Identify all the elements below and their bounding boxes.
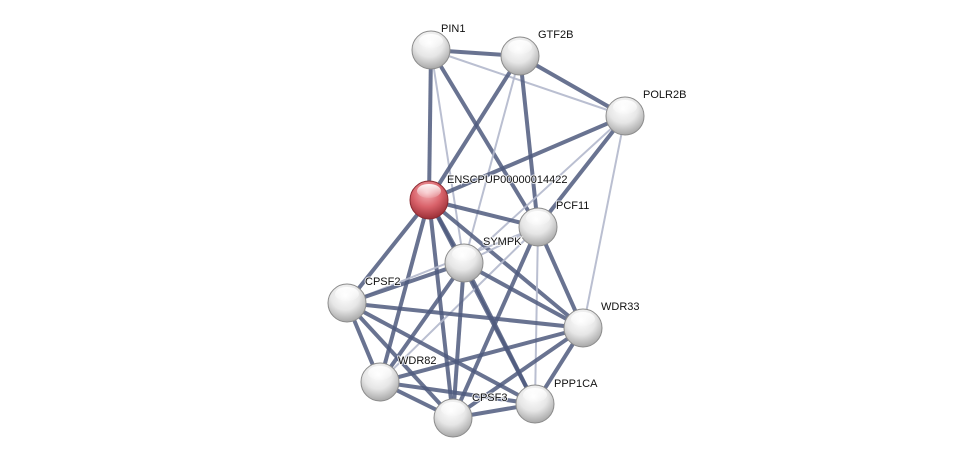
node-highlight — [613, 100, 637, 114]
node-label: WDR82 — [398, 355, 437, 367]
edge-enscpup00000014422-wdr33[interactable] — [427, 198, 585, 330]
node-label: PCF11 — [556, 200, 589, 212]
edge-pcf11-ppp1ca[interactable] — [534, 226, 539, 405]
node-label: SYMPK — [483, 236, 522, 248]
node-highlight — [335, 287, 359, 301]
node-highlight — [523, 388, 547, 402]
edge-gtf2b-enscpup00000014422[interactable] — [427, 54, 522, 202]
edge-enscpup00000014422-cpsf2[interactable] — [345, 198, 431, 305]
node-label: CPSF3 — [472, 392, 507, 404]
edge-pin1-pcf11[interactable] — [429, 48, 540, 229]
edge-enscpup00000014422-wdr82[interactable] — [378, 199, 431, 383]
edges-layer — [345, 48, 627, 420]
edge-pin1-sympk[interactable] — [430, 49, 465, 264]
edge-wdr33-wdr82[interactable] — [379, 326, 584, 384]
node-label: GTF2B — [538, 29, 573, 41]
node-highlight — [419, 34, 443, 48]
node-pin1[interactable]: PIN1 — [411, 22, 466, 70]
node-cpsf2[interactable]: CPSF2 — [327, 275, 401, 323]
edge-sympk-wdr33[interactable] — [463, 261, 584, 330]
node-sympk[interactable]: SYMPK — [444, 235, 523, 283]
edge-sympk-ppp1ca[interactable] — [462, 262, 537, 405]
node-highlight — [571, 312, 595, 326]
edge-enscpup00000014422-cpsf3[interactable] — [427, 199, 455, 419]
node-cpsf3[interactable]: CPSF3 — [433, 391, 508, 438]
node-wdr82[interactable]: WDR82 — [360, 354, 438, 402]
node-label: POLR2B — [643, 89, 686, 101]
edge-cpsf2-cpsf3[interactable] — [345, 301, 455, 420]
node-label: ENSCPUP00000014422 — [447, 174, 567, 186]
node-highlight — [368, 366, 392, 380]
edge-polr2b-sympk[interactable] — [463, 115, 626, 264]
node-label: PPP1CA — [554, 378, 598, 390]
edge-sympk-cpsf2[interactable] — [346, 261, 465, 305]
node-ppp1ca[interactable]: PPP1CA — [515, 377, 599, 424]
node-pcf11[interactable]: PCF11 — [518, 199, 590, 247]
node-polr2b[interactable]: POLR2B — [605, 88, 687, 136]
edge-polr2b-enscpup00000014422[interactable] — [428, 114, 626, 202]
node-enscpup00000014422[interactable]: ENSCPUP00000014422 — [409, 173, 568, 220]
node-highlight — [441, 402, 465, 416]
node-label: WDR33 — [601, 301, 640, 313]
node-label: CPSF2 — [365, 276, 400, 288]
edge-sympk-wdr82[interactable] — [378, 261, 466, 384]
edge-pin1-enscpup00000014422[interactable] — [427, 49, 433, 201]
edge-cpsf2-ppp1ca[interactable] — [346, 301, 536, 406]
node-wdr33[interactable]: WDR33 — [563, 300, 641, 348]
node-label: PIN1 — [441, 23, 465, 35]
edge-cpsf2-wdr33[interactable] — [346, 301, 584, 330]
node-highlight — [526, 211, 550, 225]
edge-pin1-polr2b[interactable] — [430, 49, 626, 117]
node-highlight — [508, 40, 532, 54]
edge-gtf2b-sympk[interactable] — [463, 55, 521, 264]
node-highlight — [452, 247, 476, 261]
node-gtf2b[interactable]: GTF2B — [500, 28, 574, 76]
edge-gtf2b-polr2b[interactable] — [519, 54, 626, 118]
edge-wdr82-ppp1ca[interactable] — [379, 380, 536, 406]
edge-pcf11-wdr82[interactable] — [379, 226, 539, 383]
edge-polr2b-wdr33[interactable] — [582, 115, 626, 329]
edge-polr2b-pcf11[interactable] — [536, 114, 627, 229]
node-highlight — [417, 184, 441, 198]
edge-wdr33-cpsf3[interactable] — [451, 326, 585, 420]
